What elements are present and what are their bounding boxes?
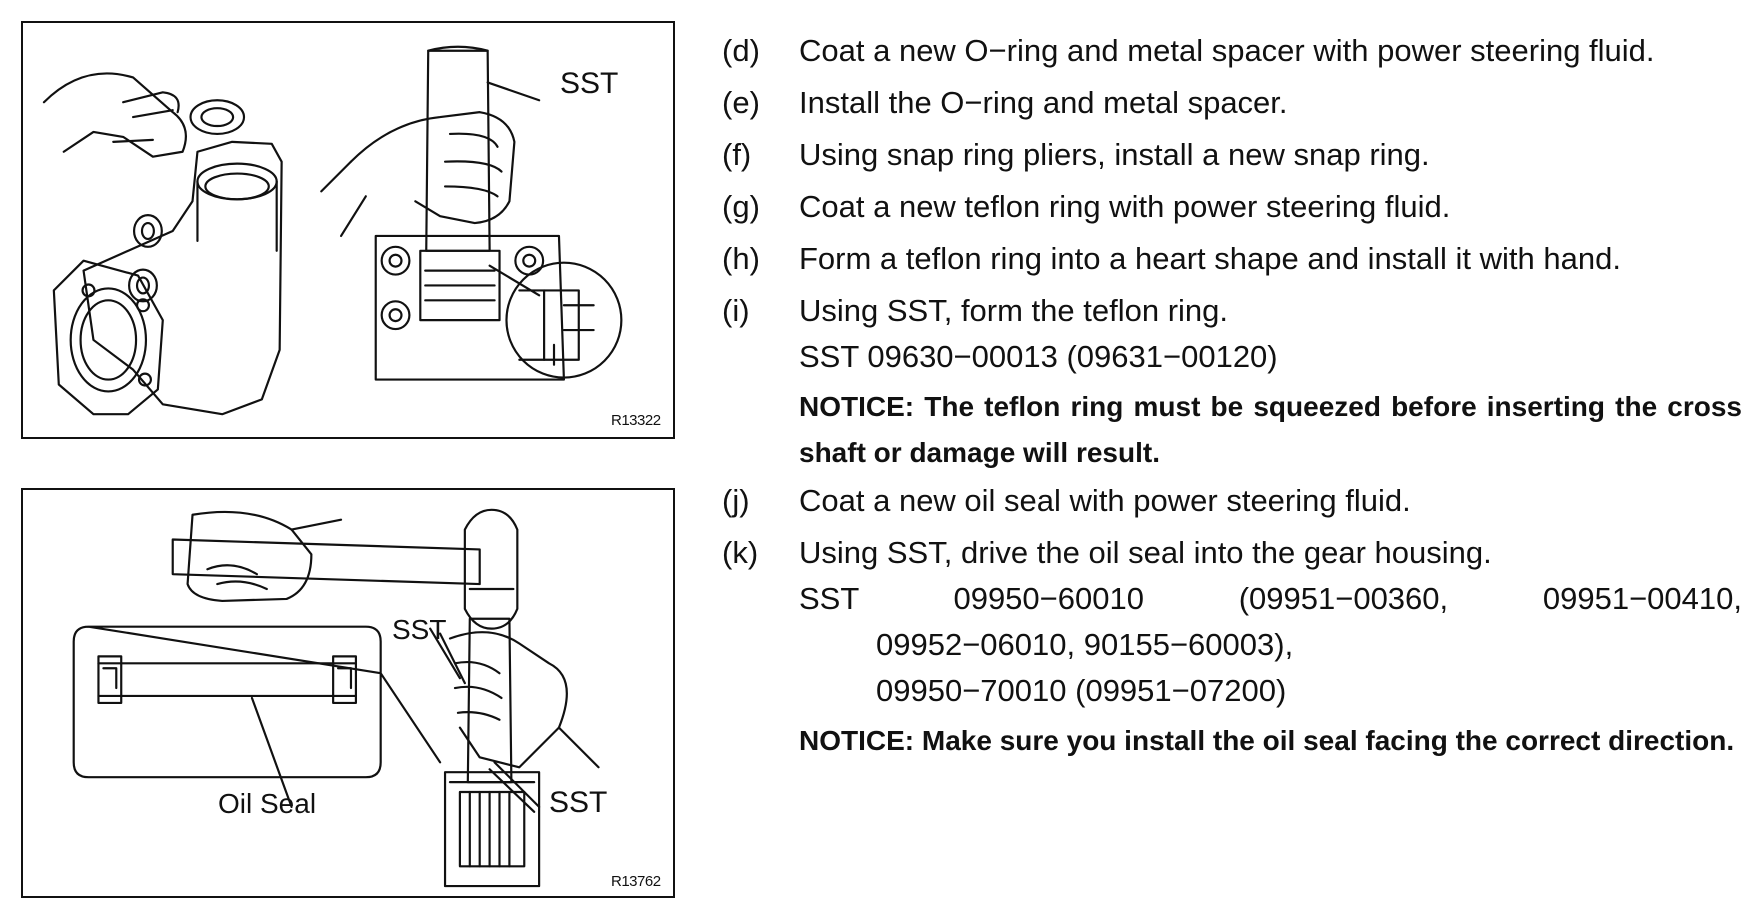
step-marker: (g) xyxy=(722,189,760,224)
figure-label-sst-upper: SST xyxy=(392,614,447,645)
step-marker: (d) xyxy=(722,33,760,68)
step-k: (k) Using SST, drive the oil seal into t… xyxy=(722,530,1742,764)
figure-label-oil-seal: Oil Seal xyxy=(218,788,317,819)
step-text: Using SST, drive the oil seal into the g… xyxy=(799,535,1492,570)
step-i: (i) Using SST, form the teflon ring. SST… xyxy=(722,288,1742,476)
figure-code: R13762 xyxy=(611,873,661,890)
step-j: (j) Coat a new oil seal with power steer… xyxy=(722,478,1742,524)
step-marker: (f) xyxy=(722,137,752,172)
figure-label-sst-lower: SST xyxy=(549,786,608,819)
step-marker: (h) xyxy=(722,241,760,276)
step-text: Using SST, form the teflon ring. xyxy=(799,293,1229,328)
step-text: Coat a new teflon ring with power steeri… xyxy=(799,189,1451,224)
step-text: Using snap ring pliers, install a new sn… xyxy=(799,137,1430,172)
illustration-o-ring-install xyxy=(42,45,623,416)
step-d: (d) Coat a new O−ring and metal spacer w… xyxy=(722,28,1742,74)
figure-code: R13322 xyxy=(611,412,661,429)
step-h: (h) Form a teflon ring into a heart shap… xyxy=(722,236,1742,282)
notice: NOTICE: Make sure you install the oil se… xyxy=(799,725,1735,756)
sst-number-continued: 09950−70010 (09951−07200) xyxy=(876,673,1287,708)
step-marker: (e) xyxy=(722,85,760,120)
step-text: Install the O−ring and metal spacer. xyxy=(799,85,1288,120)
step-text: Coat a new oil seal with power steering … xyxy=(799,483,1411,518)
illustration-oil-seal-install xyxy=(72,508,600,888)
step-g: (g) Coat a new teflon ring with power st… xyxy=(722,184,1742,230)
step-marker: (i) xyxy=(722,293,750,328)
step-marker: (j) xyxy=(722,483,750,518)
step-f: (f) Using snap ring pliers, install a ne… xyxy=(722,132,1742,178)
step-e: (e) Install the O−ring and metal spacer. xyxy=(722,80,1742,126)
sst-number: SST 09950−60010 (09951−00360, 09951−0041… xyxy=(799,581,1742,616)
sst-number: SST 09630−00013 (09631−00120) xyxy=(799,339,1278,374)
step-text: Form a teflon ring into a heart shape an… xyxy=(799,241,1621,276)
notice: NOTICE: The teflon ring must be squeezed… xyxy=(799,391,1742,468)
figure-oil-seal-install: SST SST Oil Seal R13762 xyxy=(21,488,675,898)
step-text: Coat a new O−ring and metal spacer with … xyxy=(799,33,1655,68)
sst-number-continued: 09952−06010, 90155−60003), xyxy=(876,627,1294,662)
step-marker: (k) xyxy=(722,535,759,570)
procedure-steps: (d) Coat a new O−ring and metal spacer w… xyxy=(722,28,1742,766)
figure-label-sst: SST xyxy=(560,67,619,100)
figure-o-ring-install: SST R13322 xyxy=(21,21,675,439)
